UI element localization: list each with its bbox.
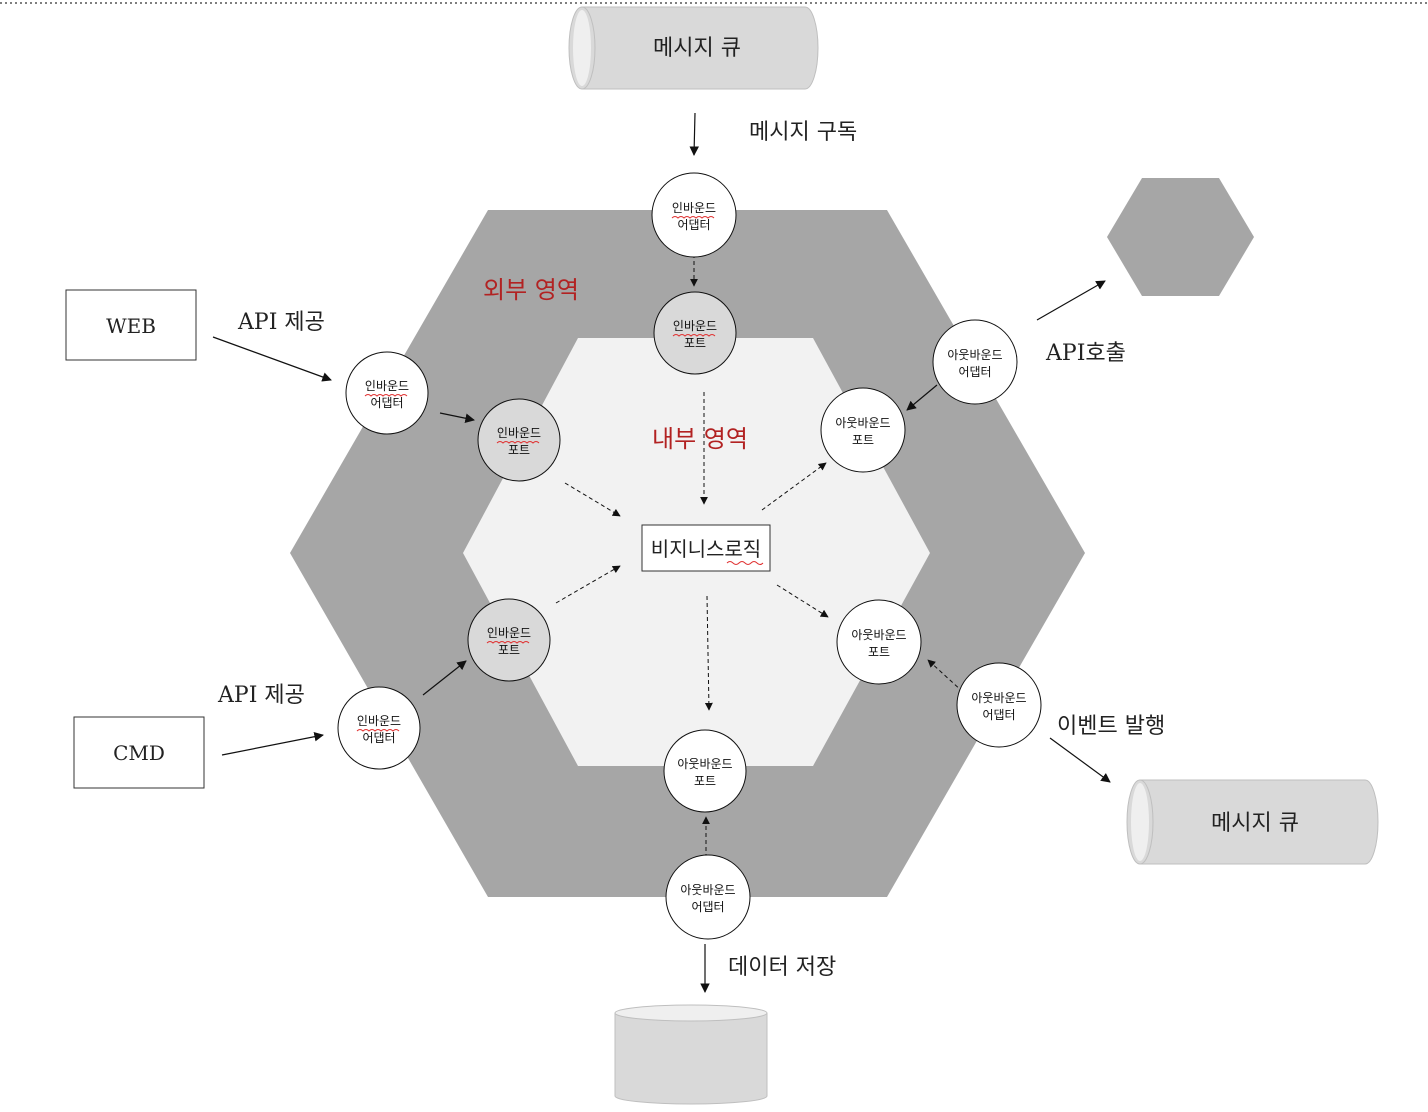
dashed-arrow-core-to-event-port xyxy=(776,584,829,618)
outbound-port-api-label-1: 아웃바운드 xyxy=(835,416,890,430)
bottom-queue-label: 메시지 큐 xyxy=(1211,811,1299,836)
inbound-port-cmd-circle xyxy=(467,598,551,682)
arrow-web-to-adapter xyxy=(212,336,332,382)
inbound-port-top-label-2: 포트 xyxy=(684,336,706,350)
outbound-adapter-event-circle xyxy=(956,662,1042,748)
inbound-port-web-label-1: 인바운드 xyxy=(497,426,541,440)
inbound-adapter-cmd-label-1: 인바운드 xyxy=(357,714,401,728)
arrow-cmd-to-adapter xyxy=(221,731,324,756)
business-logic-label: 비지니스로직 xyxy=(651,537,761,561)
data-store-label: 데이터 저장 xyxy=(728,955,836,980)
web-client-box: WEB xyxy=(65,289,197,361)
outbound-port-db-label-2: 포트 xyxy=(694,774,716,788)
arrow-adapter-to-external-api xyxy=(1036,280,1106,321)
outbound-adapter-db-label-1: 아웃바운드 xyxy=(680,883,735,897)
spell-underline xyxy=(726,561,764,565)
bottom-right-message-queue: 메시지 큐 xyxy=(1126,779,1379,865)
arrow-adapter-to-port-cmd xyxy=(422,660,467,696)
spell-underline xyxy=(356,729,400,732)
outbound-adapter-api-circle xyxy=(932,319,1018,405)
cmd-client-box: CMD xyxy=(73,716,205,789)
inbound-port-web-circle xyxy=(477,398,561,482)
subscribe-label: 메시지 구독 xyxy=(749,120,857,145)
dashed-arrow-event-adapter-to-port xyxy=(927,659,964,693)
outbound-port-event-label-1: 아웃바운드 xyxy=(851,628,906,642)
inbound-port-top-label-1: 인바운드 xyxy=(673,319,717,333)
outbound-adapter-api-label-1: 아웃바운드 xyxy=(947,348,1002,362)
inbound-adapter-top-circle xyxy=(651,172,737,258)
arrow-adapter-to-bottom-queue xyxy=(1049,737,1111,783)
nodes-layer: 인바운드어댑터인바운드포트인바운드어댑터인바운드포트인바운드포트인바운드어댑터아… xyxy=(337,172,1042,940)
spell-underline xyxy=(496,441,540,444)
cmd-label: CMD xyxy=(113,741,165,765)
api-provide-web-label: API 제공 xyxy=(237,310,325,335)
arrow-adapter-to-outbound-port-api xyxy=(906,384,938,411)
outbound-port-api-circle xyxy=(820,387,906,473)
inner-region-label: 내부 영역 xyxy=(652,425,748,453)
event-publish-label: 이벤트 발행 xyxy=(1057,714,1165,739)
outbound-port-event-circle xyxy=(836,599,922,685)
inbound-adapter-web-circle xyxy=(345,351,429,435)
top-message-queue: 메시지 큐 xyxy=(568,6,819,90)
spell-underline xyxy=(672,334,716,337)
inbound-adapter-top-label-2: 어댑터 xyxy=(677,218,710,232)
inbound-port-cmd-label-2: 포트 xyxy=(498,643,520,657)
arrow-adapter-to-port-web xyxy=(439,412,475,423)
arrow-queue-to-inbound-adapter xyxy=(689,112,700,156)
spell-underline xyxy=(671,216,715,219)
web-label: WEB xyxy=(106,314,156,338)
inbound-port-top-circle xyxy=(653,291,737,375)
api-provide-cmd-label: API 제공 xyxy=(217,683,305,708)
outbound-port-event-label-2: 포트 xyxy=(868,645,890,659)
dashed-arrow-core-to-db-port xyxy=(704,595,713,711)
business-logic-box: 비지니스로직 xyxy=(641,524,771,572)
dashed-arrow-web-port-to-core xyxy=(564,482,621,517)
outer-region-label: 외부 영역 xyxy=(483,276,579,304)
inbound-adapter-web-label-1: 인바운드 xyxy=(365,379,409,393)
database-cylinder-icon xyxy=(614,1004,768,1105)
inbound-adapter-web-label-2: 어댑터 xyxy=(370,396,403,410)
horizontal-cylinder-icon xyxy=(1131,783,1149,861)
outbound-port-api-label-2: 포트 xyxy=(852,433,874,447)
spell-underline xyxy=(364,394,408,397)
top-queue-label: 메시지 큐 xyxy=(653,36,741,61)
dashed-arrow-cmd-port-to-core xyxy=(555,565,621,604)
outbound-adapter-db-circle xyxy=(665,854,751,940)
horizontal-cylinder-icon xyxy=(573,10,591,86)
spell-underline xyxy=(486,641,530,644)
inbound-adapter-cmd-label-2: 어댑터 xyxy=(362,731,395,745)
outbound-adapter-event-label-2: 어댑터 xyxy=(982,708,1015,722)
api-call-label: API호출 xyxy=(1045,341,1126,366)
outbound-port-db-circle xyxy=(663,729,747,813)
inbound-port-cmd-label-1: 인바운드 xyxy=(487,626,531,640)
inbound-port-web-label-2: 포트 xyxy=(508,443,530,457)
outbound-adapter-api-label-2: 어댑터 xyxy=(958,365,991,379)
inbound-adapter-cmd-circle xyxy=(337,686,421,770)
outbound-port-db-label-1: 아웃바운드 xyxy=(677,757,732,771)
inbound-adapter-top-label-1: 인바운드 xyxy=(672,201,716,215)
dashed-arrow-core-to-api-port xyxy=(761,462,827,511)
outbound-adapter-db-label-2: 어댑터 xyxy=(691,900,724,914)
hexagon-icon xyxy=(1107,178,1254,296)
outbound-adapter-event-label-1: 아웃바운드 xyxy=(971,691,1026,705)
